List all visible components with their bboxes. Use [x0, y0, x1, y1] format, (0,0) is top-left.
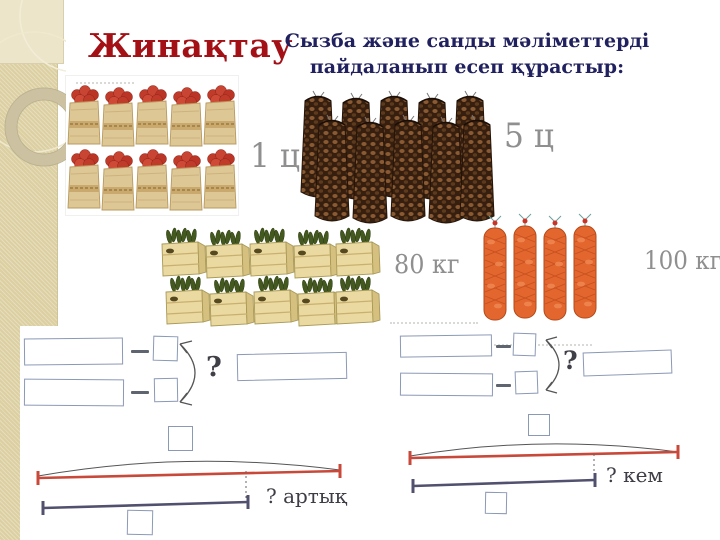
small-square [512, 332, 537, 357]
small-square [126, 509, 154, 536]
tomato-bags-image [67, 84, 237, 211]
compare-arrow-icon [179, 340, 196, 406]
minus-sign [496, 384, 511, 387]
small-square [528, 414, 550, 436]
operand-box [399, 334, 493, 358]
left-line-diagram: ? артық [20, 420, 360, 540]
less-label: ? кем [606, 463, 663, 487]
segments-drawing [408, 443, 680, 493]
difference-question: ? [206, 352, 222, 383]
minus-sign [131, 391, 149, 394]
left-box-schema: ? [20, 328, 354, 420]
scan-caption-marks [76, 82, 134, 84]
potato-sacks-image [300, 90, 495, 224]
cucumber-crates-image [161, 227, 381, 327]
potato-sacks-label: 5 ц [504, 116, 554, 156]
minus-sign [131, 350, 149, 353]
result-box [582, 349, 673, 377]
operand-box [23, 337, 124, 366]
slide-subtitle: Сызба және санды мәліметтерді пайдаланып… [284, 30, 650, 78]
segments-drawing [36, 460, 342, 515]
small-square [168, 426, 193, 451]
cucumber-crates-label: 80 кг [394, 250, 460, 280]
compare-arrow-icon [545, 336, 560, 394]
slide-title: Жинақтау [88, 26, 293, 65]
circles-decor-icon [0, 0, 66, 167]
more-label: ? артық [266, 484, 347, 508]
scan-caption-marks [390, 322, 478, 324]
carrot-bags-label: 100 кг [644, 246, 720, 275]
small-square [484, 491, 508, 515]
result-box [236, 351, 348, 382]
right-line-diagram: ? кем [400, 410, 690, 525]
tomato-bags-label: 1 ц [250, 136, 300, 176]
right-box-schema: ? [395, 328, 680, 403]
difference-question: ? [563, 346, 578, 375]
minus-sign [496, 345, 511, 348]
carrot-bags-image [483, 213, 597, 321]
operand-box [399, 372, 494, 397]
operand-box [23, 378, 125, 407]
small-square [514, 370, 539, 395]
